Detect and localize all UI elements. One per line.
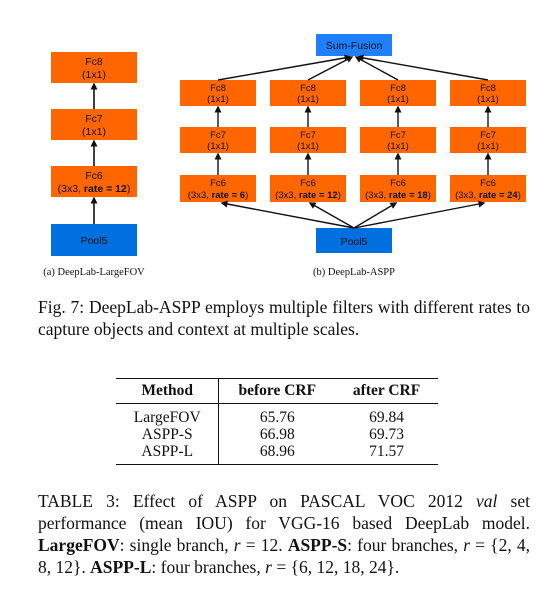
aspp-branch-3-fc7-kernel: (1x1) <box>387 141 409 152</box>
aspp-branch-2-fc8-kernel: (1x1) <box>297 94 319 105</box>
aspp-branch-1-fc7-label: Fc7 <box>210 130 226 141</box>
cell-method: ASPP-L <box>116 443 220 465</box>
table-caption-val: val <box>476 491 498 511</box>
table-row: ASPP-L 68.96 71.57 <box>116 443 438 465</box>
aspp-branch-1-fc7-box <box>180 127 256 153</box>
aspp-branch-3-fc8-box <box>360 80 436 106</box>
largefov-fc6-rate: rate = 12 <box>84 183 127 195</box>
largefov-fc6-kernel: (3x3, rate = 12) <box>58 183 131 195</box>
aspp-branch-2-fc8-box <box>270 80 346 106</box>
cell-before-crf: 65.76 <box>259 409 295 426</box>
aspp-branch-3-fc6-kernel: (3x3, rate = 18) <box>365 190 431 201</box>
aspp-branch-1-fc6-kernel: (3x3, rate = 6) <box>188 190 248 201</box>
aspp-branch-2-fc7-label: Fc7 <box>300 130 316 141</box>
largefov-fc8-label: Fc8 <box>85 56 103 68</box>
sum-fusion-box <box>316 34 392 56</box>
results-table: Method before CRF after CRF LargeFOV 65.… <box>116 378 438 465</box>
aspp-branch-1-fc8-label: Fc8 <box>210 83 226 94</box>
table-row: ASPP-S 66.98 69.73 <box>116 426 438 443</box>
aspp-branch-4-fc6-kernel: (3x3, rate = 24) <box>455 190 521 201</box>
largefov-fc7-kernel: (1x1) <box>82 126 106 138</box>
table-row: LargeFOV 65.76 69.84 <box>116 403 438 426</box>
aspp-branch-3-fc6-label: Fc6 <box>390 178 406 189</box>
largefov-fc8-kernel: (1x1) <box>82 69 106 81</box>
aspp-arrow-pool5-fc6-3 <box>353 202 398 229</box>
aspp-branch-4-fc7-kernel: (1x1) <box>477 141 499 152</box>
header-before-crf: before CRF <box>238 382 317 399</box>
largefov-fc7-box <box>51 109 137 140</box>
aspp-branch-1-fc8-kernel: (1x1) <box>207 94 229 105</box>
cell-after-crf: 69.73 <box>369 426 404 443</box>
caption-aspp-l: ASPP-L <box>90 557 152 577</box>
largefov-fc8-box <box>51 52 137 83</box>
aspp-branch-3-fc8-kernel: (1x1) <box>387 94 409 105</box>
aspp-branch-4-fc7-box <box>450 127 526 153</box>
aspp-branch-3-fc6-box <box>360 175 436 202</box>
header-method: Method <box>116 378 220 404</box>
aspp-subcaption: (b) DeepLab-ASPP <box>313 267 395 278</box>
aspp-arrow-pool5-fc6-2 <box>308 202 355 229</box>
aspp-diagram: Sum-Fusion Pool5 Fc8 (1x1) Fc7 (1x1) Fc6… <box>180 34 526 278</box>
aspp-branch-4-fc7-label: Fc7 <box>480 130 496 141</box>
aspp-branch-3-fc8-label: Fc8 <box>390 83 406 94</box>
cell-method: LargeFOV <box>116 403 220 426</box>
aspp-pool5-box <box>316 228 392 253</box>
aspp-branch-2-fc6-label: Fc6 <box>300 178 316 189</box>
aspp-arrow-pool5-fc6-4 <box>353 200 486 229</box>
largefov-diagram: Fc8 (1x1) Fc7 (1x1) Fc6 (3x3, rate = 12)… <box>43 52 145 278</box>
largefov-subcaption: (a) DeepLab-LargeFOV <box>43 267 145 278</box>
aspp-arrow-fc8-sum-4 <box>356 54 489 81</box>
aspp-branch-2-fc6-box <box>270 175 346 202</box>
aspp-branch-3-fc7-box <box>360 127 436 153</box>
largefov-fc6-prefix: (3x3, <box>58 183 84 195</box>
cell-after-crf: 71.57 <box>369 443 404 460</box>
aspp-arrow-pool5-fc6-1 <box>220 200 355 229</box>
aspp-branch-4-fc8-kernel: (1x1) <box>477 94 499 105</box>
aspp-branch-1-fc6-box <box>180 175 256 202</box>
aspp-figure: Fc8 (1x1) Fc7 (1x1) Fc6 (3x3, rate = 12)… <box>43 34 526 278</box>
table-caption: TABLE 3: Effect of ASPP on PASCAL VOC 20… <box>38 491 530 577</box>
cell-before-crf: 66.98 <box>259 426 295 443</box>
aspp-branch-2-fc6-kernel: (3x3, rate = 12) <box>275 190 341 201</box>
header-after-crf: after CRF <box>352 382 421 399</box>
table-caption-label: TABLE 3: Effect of ASPP on PASCAL VOC 20… <box>38 491 477 511</box>
largefov-fc6-label: Fc6 <box>85 170 103 182</box>
aspp-branch-4: Fc8 (1x1) Fc7 (1x1) Fc6 (3x3, rate = 24) <box>450 80 526 202</box>
aspp-branch-2: Fc8 (1x1) Fc7 (1x1) Fc6 (3x3, rate = 12) <box>270 80 346 202</box>
caption-largefov: LargeFOV <box>38 535 120 555</box>
aspp-branch-1-fc6-label: Fc6 <box>210 178 226 189</box>
largefov-pool5-label: Pool5 <box>81 235 108 247</box>
largefov-fc6-box <box>51 166 137 197</box>
largefov-pool5-box <box>51 224 137 256</box>
aspp-arrow-fc8-sum-1 <box>217 54 352 81</box>
figure-caption: Fig. 7: DeepLab-ASPP employs multiple fi… <box>38 297 530 339</box>
aspp-branch-2-fc8-label: Fc8 <box>300 83 316 94</box>
cell-after-crf: 69.84 <box>369 409 404 426</box>
aspp-arrow-fc8-sum-2 <box>307 56 354 81</box>
largefov-fc7-label: Fc7 <box>85 113 103 125</box>
aspp-branch-4-fc6-box <box>450 175 526 202</box>
aspp-branch-1: Fc8 (1x1) Fc7 (1x1) Fc6 (3x3, rate = 6) <box>180 80 256 202</box>
aspp-branch-1-fc8-box <box>180 80 256 106</box>
cell-before-crf: 68.96 <box>259 443 295 460</box>
table-header-row: Method before CRF after CRF <box>116 378 438 404</box>
aspp-branch-2-fc7-box <box>270 127 346 153</box>
sum-fusion-label: Sum-Fusion <box>326 40 383 52</box>
cell-method: ASPP-S <box>116 426 220 443</box>
aspp-branch-1-fc7-kernel: (1x1) <box>207 141 229 152</box>
aspp-pool5-label: Pool5 <box>341 236 368 248</box>
aspp-branch-3-fc7-label: Fc7 <box>390 130 406 141</box>
caption-aspp-s: ASPP-S <box>287 535 348 555</box>
aspp-branch-4-fc8-label: Fc8 <box>480 83 496 94</box>
aspp-branch-3: Fc8 (1x1) Fc7 (1x1) Fc6 (3x3, rate = 18) <box>360 80 436 202</box>
aspp-branch-2-fc7-kernel: (1x1) <box>297 141 319 152</box>
largefov-fc6-suffix: ) <box>127 183 131 195</box>
aspp-branch-4-fc6-label: Fc6 <box>480 178 496 189</box>
aspp-branch-4-fc8-box <box>450 80 526 106</box>
